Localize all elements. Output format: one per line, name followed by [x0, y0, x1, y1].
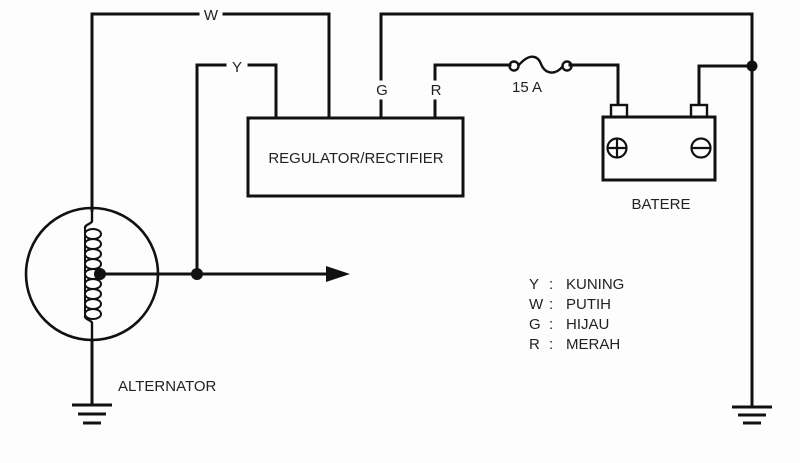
- regulator-rectifier: REGULATOR/RECTIFIER: [246, 116, 465, 198]
- battery-positive-terminal: [609, 103, 629, 119]
- junction-dot-y: [191, 268, 203, 280]
- coil-loop: [84, 288, 102, 300]
- legend-separator: :: [549, 296, 553, 313]
- minus-icon: [690, 137, 712, 159]
- wire-w-label: W: [204, 7, 219, 24]
- fuse-rating-label: 15 A: [512, 79, 542, 96]
- junction-dot-battery: [746, 60, 758, 72]
- legend-color-name: MERAH: [566, 336, 620, 353]
- battery-label: BATERE: [632, 196, 691, 213]
- alternator: ALTERNATOR: [24, 206, 217, 407]
- coil-loop: [84, 228, 102, 240]
- wire-y-label: Y: [232, 59, 242, 76]
- ground-icon-alternator: [72, 403, 112, 425]
- coil-loop: [84, 278, 102, 290]
- legend-separator: :: [549, 336, 553, 353]
- legend-color-name: PUTIH: [566, 296, 611, 313]
- ground-icon-right: [732, 405, 772, 425]
- legend-color-name: HIJAU: [566, 316, 609, 333]
- battery: BATERE: [601, 103, 717, 213]
- alternator-label: ALTERNATOR: [118, 378, 217, 395]
- battery-negative-lead: [697, 60, 758, 107]
- legend-code: G: [529, 316, 541, 333]
- wire-y: Y: [195, 59, 278, 276]
- wire-g-label: G: [376, 82, 388, 99]
- legend-code: Y: [529, 276, 539, 293]
- output-arrow: [98, 266, 350, 282]
- plus-icon: [606, 137, 628, 159]
- battery-body: [601, 115, 717, 182]
- legend-code: R: [529, 336, 540, 353]
- wire-r: R: [431, 63, 620, 120]
- coil-loop: [84, 238, 102, 250]
- regulator-box: [246, 116, 465, 198]
- fuse: 15 A: [508, 55, 573, 96]
- legend-separator: :: [549, 316, 553, 333]
- legend-color-name: KUNING: [566, 276, 624, 293]
- color-legend: Y: KUNING W: PUTIH G: HIJAU R: MERAH: [529, 276, 624, 353]
- wire-g: G: [376, 12, 754, 407]
- battery-negative-terminal: [689, 103, 709, 119]
- wire-w: W: [90, 7, 331, 212]
- legend-code: W: [529, 296, 544, 313]
- coil-loop: [84, 258, 102, 270]
- arrow-head-icon: [326, 266, 350, 282]
- legend-separator: :: [549, 276, 553, 293]
- coil-loop: [84, 298, 102, 310]
- wire-r-label: R: [431, 82, 442, 99]
- regulator-label: REGULATOR/RECTIFIER: [268, 150, 443, 167]
- coil-loop: [84, 308, 102, 320]
- stator-coil-icon: [83, 208, 102, 340]
- coil-loop: [84, 248, 102, 260]
- fuse-element: [517, 55, 564, 74]
